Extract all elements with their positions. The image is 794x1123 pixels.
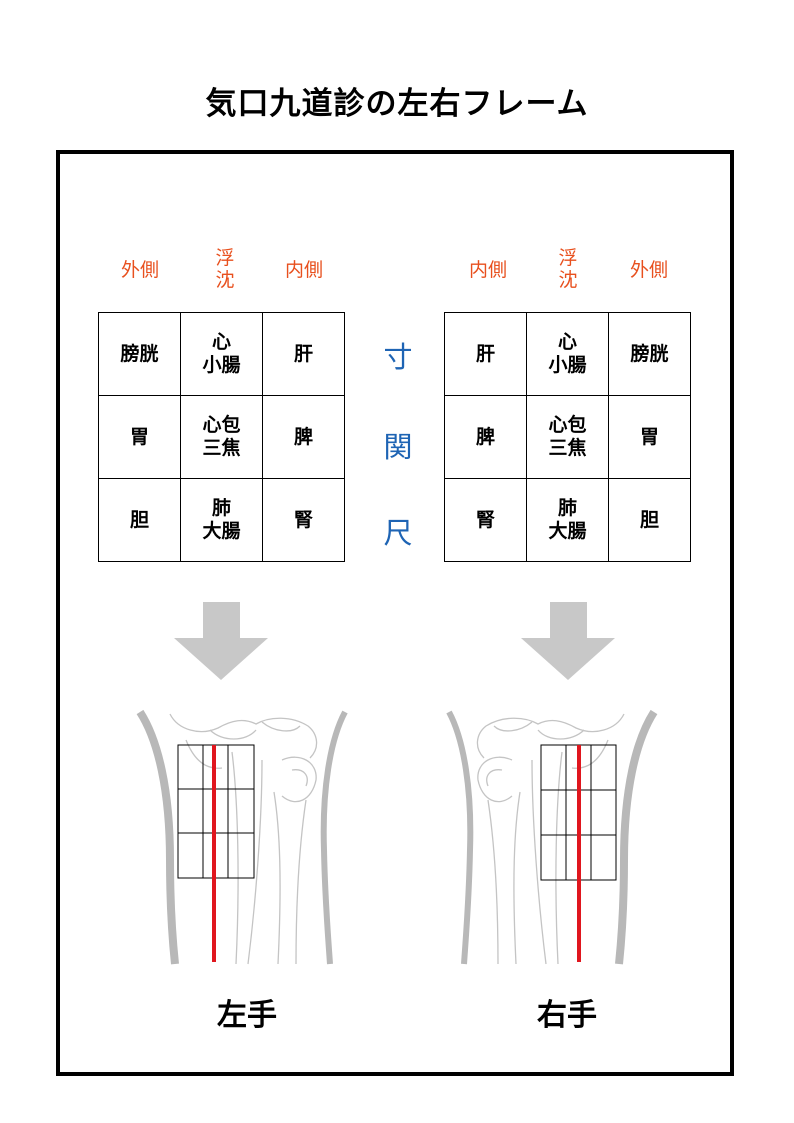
level-label-guan: 関: [383, 430, 413, 464]
grid-cell: 胆: [98, 478, 181, 562]
left-header-inner: 内側: [284, 259, 323, 281]
grid-cell: 肝: [444, 312, 527, 396]
left-organ-grid: 膀胱 心 小腸 肝 胃 心包 三焦 脾 胆 肺 大腸 腎: [98, 312, 345, 562]
down-arrow-left-icon: [174, 602, 268, 680]
diagram-frame: [56, 150, 734, 1076]
right-header-inner: 内側: [468, 259, 507, 281]
grid-cell: 肺 大腸: [180, 478, 263, 562]
grid-cell: 肝: [262, 312, 345, 396]
grid-cell: 脾: [444, 395, 527, 479]
grid-cell: 脾: [262, 395, 345, 479]
grid-row-chi: 胆 肺 大腸 腎: [98, 478, 345, 562]
grid-cell: 膀胱: [608, 312, 691, 396]
left-hand-caption: 左手: [217, 998, 277, 1033]
grid-cell: 胆: [608, 478, 691, 562]
page-title: 気口九道診の左右フレーム: [205, 86, 589, 122]
right-organ-grid: 肝 心 小腸 膀胱 脾 心包 三焦 胃 腎 肺 大腸 胆: [444, 312, 691, 562]
down-arrow-right-icon: [521, 602, 615, 680]
grid-cell: 腎: [262, 478, 345, 562]
left-header-float-sink: 浮 沈: [215, 247, 235, 291]
left-wrist-bones: [136, 709, 348, 965]
right-wrist-bones: [446, 709, 658, 965]
grid-cell: 心包 三焦: [180, 395, 263, 479]
grid-cell: 腎: [444, 478, 527, 562]
left-header-outer: 外側: [120, 259, 159, 281]
right-hand-caption: 右手: [537, 998, 597, 1033]
grid-cell: 胃: [608, 395, 691, 479]
right-header-outer: 外側: [629, 259, 668, 281]
grid-row-chi: 腎 肺 大腸 胆: [444, 478, 691, 562]
level-label-chi: 尺: [383, 516, 413, 550]
level-label-cun: 寸: [383, 340, 413, 374]
right-header-float-sink: 浮 沈: [558, 247, 578, 291]
grid-row-guan: 胃 心包 三焦 脾: [98, 395, 345, 479]
